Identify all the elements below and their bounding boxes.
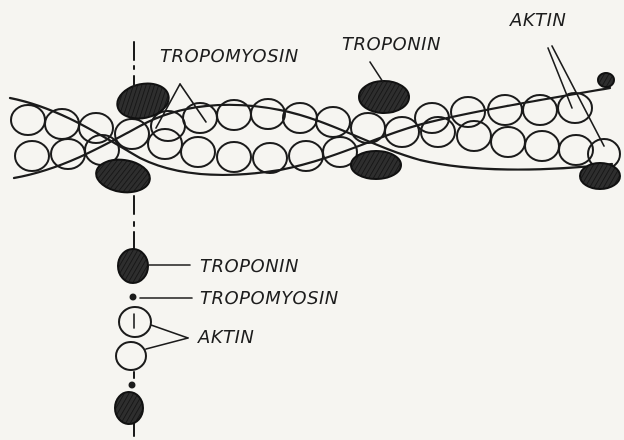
troponin-complex <box>94 156 152 195</box>
tropomyosin-cross-section <box>129 382 136 389</box>
cross-section <box>115 249 151 424</box>
leader-line <box>370 62 383 82</box>
actin-monomer <box>151 111 185 141</box>
troponin-complex <box>580 163 620 189</box>
actin-monomer <box>385 117 419 147</box>
actin-monomer <box>488 95 522 125</box>
troponin-complexes <box>94 73 620 196</box>
label-cross-troponin: TROPONIN <box>200 256 299 277</box>
actin-hatched-cross-section <box>116 342 146 370</box>
actin-monomer <box>45 109 79 139</box>
actin-white-cross-section <box>119 307 151 337</box>
actin-monomer <box>251 99 285 129</box>
label-troponin: TROPONIN <box>342 34 441 55</box>
actin-monomer <box>11 105 45 135</box>
label-cross-tropomyosin: TROPOMYOSIN <box>200 288 339 309</box>
label-tropomyosin: TROPOMYOSIN <box>160 46 299 67</box>
label-cross-actin: AKTIN <box>197 327 254 348</box>
troponin-complex <box>598 73 614 87</box>
troponin-complex <box>359 81 409 113</box>
labels: TROPOMYOSIN TROPONIN AKTIN TROPONIN TROP… <box>160 10 566 348</box>
leader-line <box>151 325 188 338</box>
actin-monomer <box>491 127 525 157</box>
troponin-cross-section <box>115 392 143 424</box>
actin-monomer <box>217 142 251 172</box>
actin-monomer <box>525 131 559 161</box>
tropomyosin-cross-section <box>130 294 137 301</box>
troponin-complex <box>351 151 401 179</box>
actin-monomer <box>51 139 85 169</box>
actin-monomer <box>181 137 215 167</box>
actin-monomer <box>558 93 592 123</box>
leader-line <box>146 338 188 349</box>
label-actin: AKTIN <box>509 10 566 31</box>
troponin-cross-section <box>118 249 148 283</box>
actin-monomer <box>15 141 49 171</box>
